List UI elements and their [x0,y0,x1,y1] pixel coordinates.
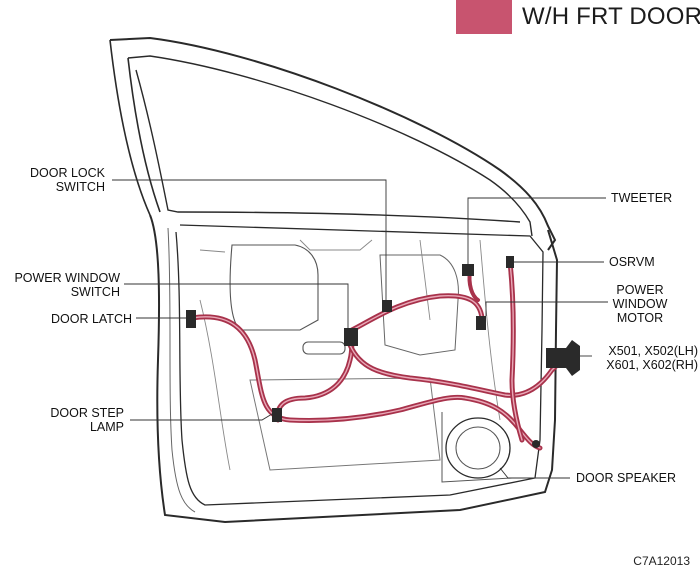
label-power-window-switch-line1: POWER WINDOW [14,271,120,285]
leader-lines [112,179,608,479]
door-lock-switch-connector [382,300,392,312]
window-frame-inner2 [135,69,521,223]
door-shell-mid [167,227,196,513]
door-step-lamp-connector [272,408,282,422]
door-shell-outer [149,214,559,524]
label-door-step-lamp-line1: DOOR STEP [50,406,124,420]
label-power-window-motor-line3: MOTOR [616,311,664,325]
title-block: W/H FRT DOOR [456,0,700,34]
label-connectors: X501, X502(LH) X601, X602(RH) [592,344,698,372]
power-window-motor-connector [476,316,486,330]
speaker-connector [532,440,540,448]
label-door-lock-switch-line2: SWITCH [55,180,105,194]
label-connectors-line2: X601, X602(RH) [606,358,698,372]
a-pillar [109,39,161,216]
osrvm-connector [506,256,514,268]
panel-slot [302,341,346,355]
panel-rib2 [199,239,373,253]
panel-cutout-mid [379,254,459,356]
label-tweeter: TWEETER [611,191,673,205]
door-latch-connector [186,310,196,328]
label-osrvm: OSRVM [609,255,655,269]
door-speaker-inner [455,426,501,470]
power-window-switch-connector [344,328,358,346]
window-frame-inner [127,55,533,237]
panel-cutout-upper [229,244,319,331]
tweeter-connector [462,264,474,276]
door-speaker-outer [445,417,511,479]
label-door-speaker: DOOR SPEAKER [576,471,677,485]
window-frame-outer [109,36,557,251]
label-door-latch: DOOR LATCH [50,312,132,326]
label-door-step-lamp: DOOR STEP LAMP [20,406,124,434]
panel-rib [199,239,501,471]
label-power-window-motor-line1: POWER [616,283,664,297]
label-door-lock-switch: DOOR LOCK SWITCH [10,166,105,194]
label-power-window-motor: POWER WINDOW MOTOR [608,283,672,325]
title-accent-swatch [456,0,512,34]
grommet-connector [546,340,580,376]
figure-code: C7A12013 [633,554,690,568]
label-door-step-lamp-line2: LAMP [89,420,124,434]
door-shell-inner [175,224,544,506]
label-connectors-line1: X501, X502(LH) [608,344,698,358]
door-speaker-bracket [441,412,513,483]
label-door-lock-switch-line1: DOOR LOCK [29,166,105,180]
label-power-window-motor-line2: WINDOW [612,297,668,311]
panel-cutout-lower [249,377,441,471]
diagram-title: W/H FRT DOOR [522,3,700,30]
label-power-window-switch: POWER WINDOW SWITCH [0,271,120,299]
label-power-window-switch-line2: SWITCH [70,285,120,299]
wiring-harness [189,259,575,451]
